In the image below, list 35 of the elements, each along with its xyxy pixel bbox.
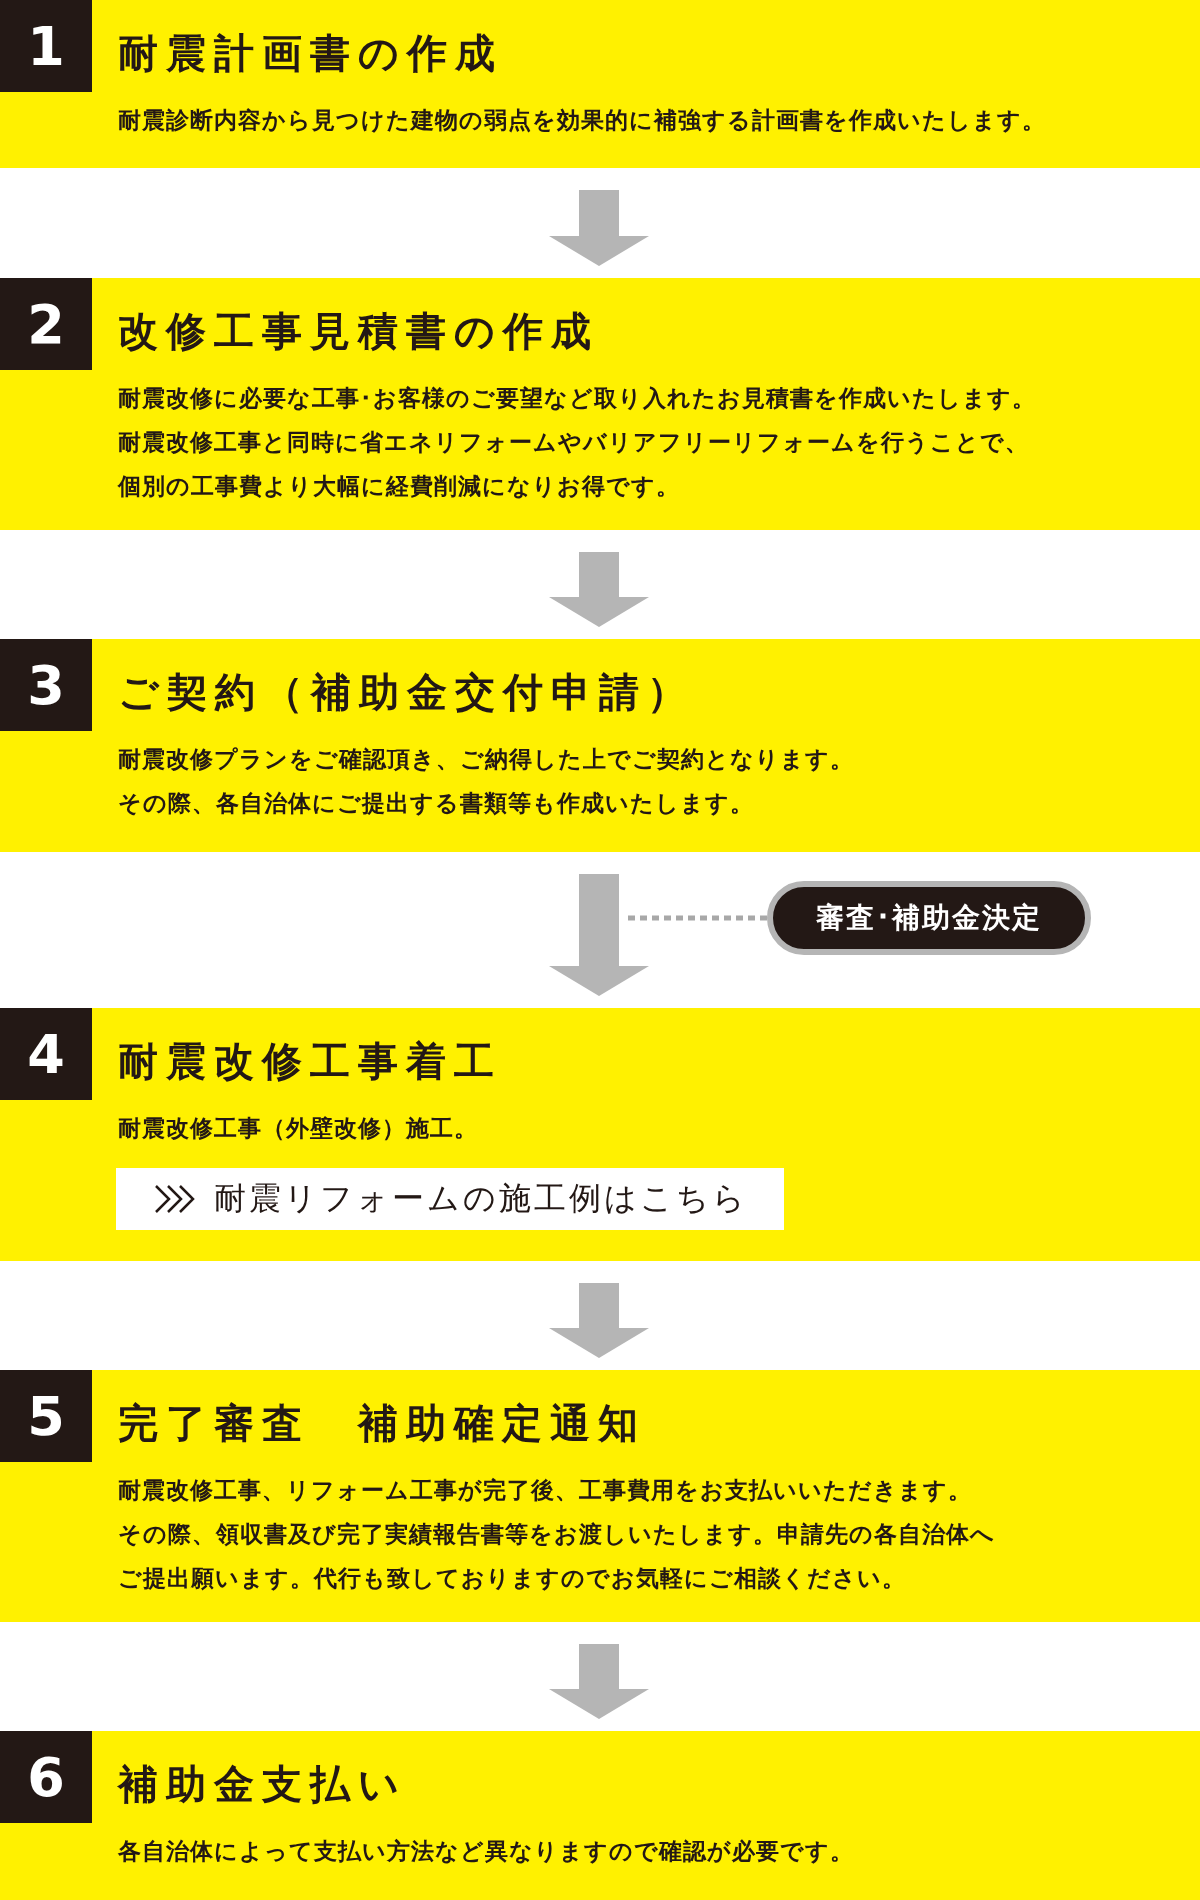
step-number: 4 xyxy=(0,1008,92,1100)
step-heading: 耐震計画書の作成 xyxy=(118,29,503,78)
step-number: 5 xyxy=(0,1370,92,1462)
step-description: 耐震改修工事と同時に省エネリフォームやバリアフリーリフォームを行うことで、個別の工事費より大幅に経費削減になりお得です。 xyxy=(118,428,1030,501)
step-heading: 改修工事見積書の作成 xyxy=(118,307,599,356)
step-heading: ご契約（補助金交付申請） xyxy=(118,668,695,717)
step-band xyxy=(0,1008,1200,1261)
step-band xyxy=(0,1731,1200,1900)
arrow xyxy=(549,874,649,996)
step-description: その際、各自治体にご提出する書類等も作成いたします。 xyxy=(118,789,755,818)
step-description: その際、領収書及び完了実績報告書等をお渡しいたします。申請先の各自治体へご提出願います。代行も致しておりますのでお気軽にご相談ください。 xyxy=(118,1520,996,1593)
step-number: 2 xyxy=(0,278,92,370)
step-description: 耐震診断内容から見つけた建物の弱点を効果的に補強する計画書を作成いたします。 xyxy=(118,106,1047,135)
arrow xyxy=(549,552,649,627)
step-heading: 耐震改修工事着工 xyxy=(118,1037,502,1086)
step-number: 1 xyxy=(0,0,92,92)
step-number: 6 xyxy=(0,1731,92,1823)
step-number: 3 xyxy=(0,639,92,731)
arrow xyxy=(549,1644,649,1719)
step-heading: 完了審査 補助確定通知 xyxy=(118,1399,646,1448)
step-description: 耐震改修工事（外壁改修）施工。 xyxy=(118,1114,479,1143)
dotted-line xyxy=(625,915,767,921)
step-band xyxy=(0,0,1200,168)
arrow xyxy=(549,190,649,266)
step-band xyxy=(0,639,1200,852)
step-description: 耐震改修工事、リフォーム工事が完了後、工事費用をお支払いいただきます。 xyxy=(118,1476,973,1505)
step-description: 耐震改修に必要な工事･お客様のご要望など取り入れたお見積書を作成いたします。 xyxy=(118,384,1037,413)
step-description: 各自治体によって支払い方法など異なりますので確認が必要です。 xyxy=(118,1837,855,1866)
step-band xyxy=(0,278,1200,530)
step-band xyxy=(0,1370,1200,1622)
step-heading: 補助金支払い xyxy=(118,1760,407,1809)
arrow xyxy=(549,1283,649,1358)
status-pill: 審査･補助金決定 xyxy=(767,881,1091,955)
link-button: 耐震リフォームの施工例はこちら xyxy=(116,1168,784,1230)
step-description: 耐震改修プランをご確認頂き、ご納得した上でご契約となります。 xyxy=(118,745,855,774)
